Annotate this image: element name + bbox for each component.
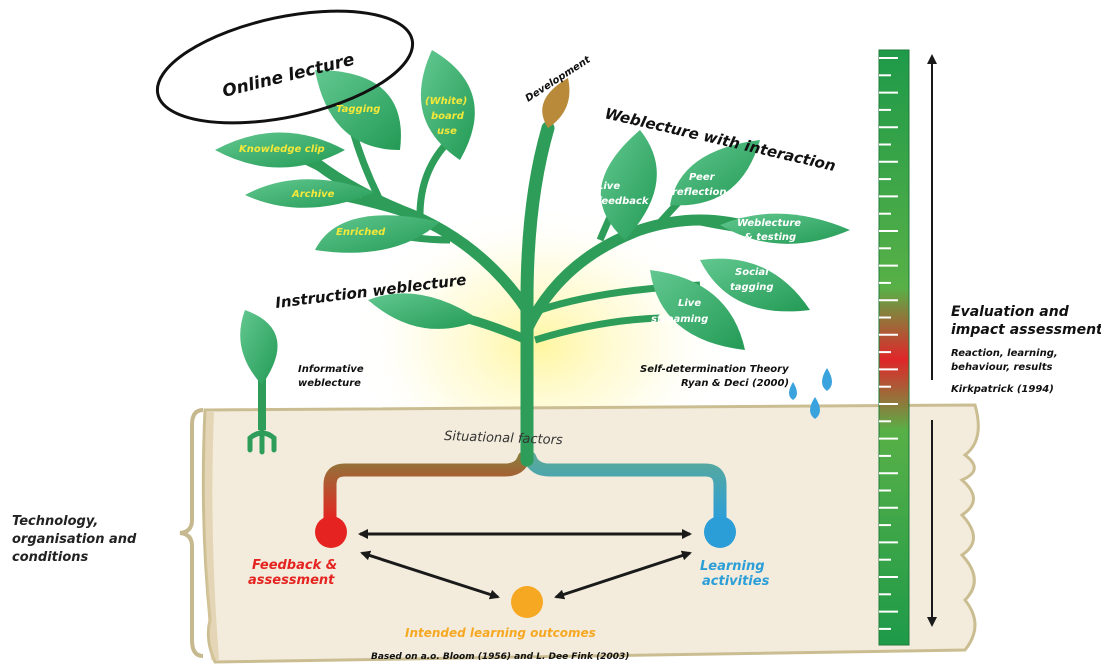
leaf-label-testing: & testing [744,232,796,243]
sprout-leaf [240,310,278,385]
leaf-label-tagging-r: tagging [730,282,774,293]
water-drop-1 [789,382,797,400]
right-branch [521,214,766,336]
technology-line1: Technology, [12,514,98,529]
leaf-knowledge-clip [215,132,345,168]
leaf-label-live2: Live [678,298,701,309]
informative-line2: weblecture [298,378,361,389]
left-twig-1 [416,137,453,216]
arrow-learning-outcomes [554,550,692,600]
leaf-label-use: use [437,126,457,137]
leaf-social-tagging [700,258,810,312]
sprout-root [247,427,277,455]
leaf-tagging [315,70,401,150]
leaf-label-feedback: feedback [597,196,650,207]
outcomes-node [511,586,543,618]
root-right [523,451,727,527]
technology-line3: conditions [12,550,89,565]
feedback-node [315,516,347,548]
sdt-line1: Self-determination Theory [640,364,789,375]
bracket [179,408,204,658]
leaf-enriched [315,215,440,253]
soil-shadow [204,411,219,661]
water-drop-3 [810,397,820,419]
leaf-label-streaming: streaming [651,314,708,325]
leaf-label-knowledge: Knowledge clip [239,144,325,155]
leaf-label-enriched: Enriched [336,227,386,238]
leaf-instruction [368,293,480,329]
leaf-weblecture-testing [720,213,850,244]
leaf-label-peer: Peer [689,172,716,183]
leaf-label-social: Social [735,267,769,278]
technology-line2: organisation and [12,532,137,547]
water-drop-2 [822,368,832,391]
scale-ticks [879,57,898,630]
leaf-live-streaming [650,270,745,350]
leaf-label-weblecture: Weblecture [737,218,801,229]
feedback-line1: Feedback & [252,558,337,573]
evaluation-scale [878,49,910,646]
online-lecture-highlight [155,9,415,125]
evaluation-sub2: behaviour, results [951,362,1052,373]
sdt-line2: Ryan & Deci (2000) [681,378,789,389]
evaluation-ref: Kirkpatrick (1994) [951,384,1054,395]
leaf-label-live1: Live [597,181,620,192]
evaluation-title2: impact assessment [951,322,1101,338]
main-stem [520,121,555,467]
leaf-label-white: (White) [425,96,467,107]
leaf-archive [245,179,375,208]
informative-line1: Informative [298,364,364,375]
leaf-whiteboard [420,50,475,160]
learning-line2: activities [702,574,770,589]
root-left [323,451,531,527]
leaf-label-board: board [431,111,465,122]
leaf-live-feedback [600,130,657,240]
arrow-feedback-outcomes [360,550,500,600]
leaf-label-archive: Archive [291,189,335,200]
right-twig-5 [533,314,661,344]
intended-outcomes: Intended learning outcomes [405,626,596,640]
evaluation-sub1: Reaction, learning, [951,348,1058,359]
learning-line1: Learning [700,559,765,574]
learning-node [704,516,736,548]
development-bud [542,78,570,128]
leaf-peer-reflection [670,140,760,206]
evaluation-title1: Evaluation and [951,304,1070,320]
situational-factors: Situational factors [444,429,563,448]
based-on: Based on a.o. Bloom (1956) and L. Dee Fi… [371,652,629,662]
leaf-label-reflection: reflection [672,187,727,198]
leaf-label-tagging: Tagging [336,104,380,115]
feedback-line2: assessment [248,573,335,588]
